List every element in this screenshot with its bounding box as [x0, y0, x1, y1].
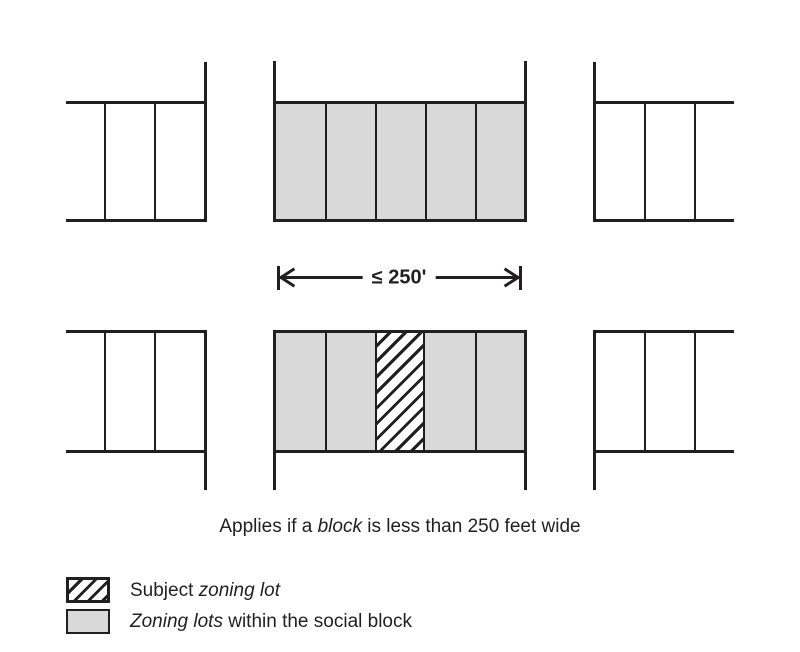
- lot-divider-line: [644, 101, 646, 222]
- caption-text-italic: block: [317, 516, 362, 537]
- subject-zoning-lot: [377, 332, 423, 453]
- lot-divider-line: [423, 332, 425, 453]
- block-edge-bottom: [66, 450, 206, 453]
- legend-swatch-zoning-lots: [66, 609, 110, 634]
- zoning-lots-area: [276, 103, 524, 220]
- lot-divider-line: [325, 332, 327, 451]
- lot-divider-line: [694, 330, 696, 453]
- street-line: [593, 330, 596, 490]
- caption: Applies if a block is less than 250 feet…: [0, 516, 800, 538]
- lot-divider-line: [475, 103, 477, 220]
- lot-divider-line: [375, 332, 377, 453]
- lot-divider-line: [325, 103, 327, 220]
- street-line: [524, 330, 527, 490]
- dimension-tick-right: [519, 266, 522, 290]
- lot-divider-line: [154, 101, 156, 222]
- street-line: [273, 61, 276, 222]
- street-line: [204, 330, 207, 490]
- block-edge-top: [273, 330, 527, 333]
- legend-label-subject-lot: Subject zoning lot: [130, 580, 280, 601]
- lot-divider-line: [104, 330, 106, 453]
- block-edge-top: [594, 330, 734, 333]
- street-line: [593, 62, 596, 222]
- legend-label-zoning-lots: Zoning lots within the social block: [130, 611, 412, 632]
- caption-text: is less than 250 feet wide: [361, 516, 581, 537]
- block-edge-bottom: [594, 219, 734, 222]
- block-edge-top: [273, 101, 527, 104]
- lot-divider-line: [375, 103, 377, 220]
- block-edge-bottom: [273, 450, 527, 453]
- street-line: [273, 330, 276, 490]
- caption-text: Applies if a: [219, 516, 318, 537]
- lot-divider-line: [104, 101, 106, 222]
- lot-divider-line: [154, 330, 156, 453]
- block-edge-bottom: [594, 450, 734, 453]
- legend-swatch-subject-lot: [66, 577, 110, 603]
- block-edge-top: [66, 101, 206, 104]
- dimension-tick-left: [277, 266, 280, 290]
- lot-divider-line: [425, 103, 427, 220]
- street-line: [524, 61, 527, 222]
- lot-divider-line: [644, 330, 646, 453]
- block-edge-bottom: [66, 219, 206, 222]
- lot-divider-line: [694, 101, 696, 222]
- dimension-label: ≤ 250': [362, 266, 436, 290]
- lot-divider-line: [475, 332, 477, 451]
- street-line: [204, 62, 207, 222]
- block-edge-top: [66, 330, 206, 333]
- block-edge-bottom: [273, 219, 527, 222]
- block-edge-top: [594, 101, 734, 104]
